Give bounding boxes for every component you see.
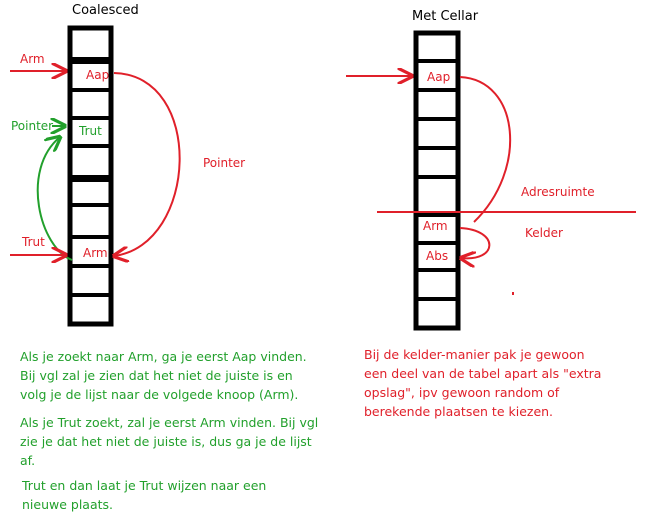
note-cellar-explanation: Bij de kelder-manier pak je gewoon een d… (364, 347, 602, 419)
arrow-red-curve-arm-to-abs (460, 227, 491, 258)
left-hash-table: Aap Trut Arm (67, 25, 114, 327)
right-table-dividers (416, 59, 458, 301)
note-trut-pointer: Trut en dan laat je Trut wijzen naar een… (22, 478, 267, 512)
left-table-shade (70, 175, 111, 182)
left-label-trut: Trut (21, 235, 45, 249)
left-label-arm: Arm (20, 52, 45, 66)
left-table-dividers (70, 88, 111, 297)
stray-red-dot (512, 292, 514, 295)
right-cell-abs: Abs (426, 249, 448, 263)
left-cell-arm: Arm (83, 246, 108, 260)
right-table-frame (413, 30, 461, 331)
note-trut-search: Als je Trut zoekt, zal je eerst Arm vind… (20, 415, 319, 468)
right-title: Met Cellar (412, 9, 479, 24)
right-label-adresruimte: Adresruimte (521, 185, 595, 199)
left-cell-aap: Aap (86, 68, 109, 82)
left-cell-trut: Trut (78, 124, 102, 138)
right-cell-arm: Arm (423, 219, 448, 233)
left-title: Coalesced (72, 3, 139, 18)
arrow-red-curve-aap-down (459, 76, 512, 223)
left-label-pointer-green: Pointer (11, 119, 53, 133)
right-label-kelder: Kelder (525, 226, 563, 240)
left-table-shade (70, 57, 111, 64)
left-label-pointer-red: Pointer (203, 156, 245, 170)
right-cell-aap: Aap (427, 70, 450, 84)
right-hash-table: Aap Arm Abs (413, 30, 461, 331)
arrow-red-curve-aap-to-arm (114, 72, 181, 256)
note-arm-search: Als je zoekt naar Arm, ga je eerst Aap v… (20, 349, 307, 402)
